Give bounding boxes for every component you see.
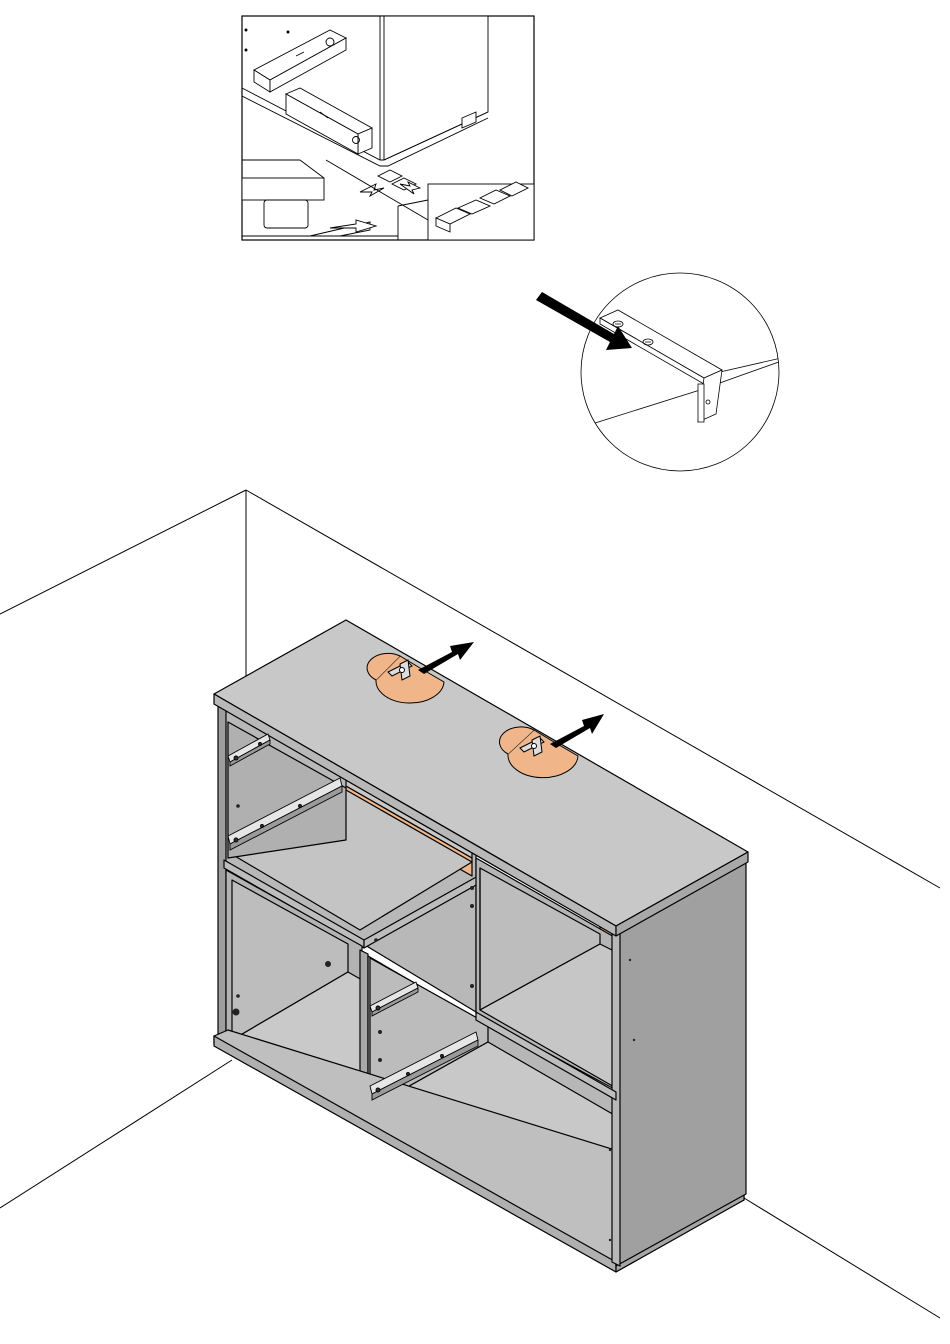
arrow-icon	[418, 642, 474, 674]
cabinet	[214, 620, 748, 1272]
leveling-detail-inset	[242, 16, 534, 240]
wall-bracket-detail-circle	[536, 273, 790, 471]
arrow-icon	[550, 714, 604, 748]
